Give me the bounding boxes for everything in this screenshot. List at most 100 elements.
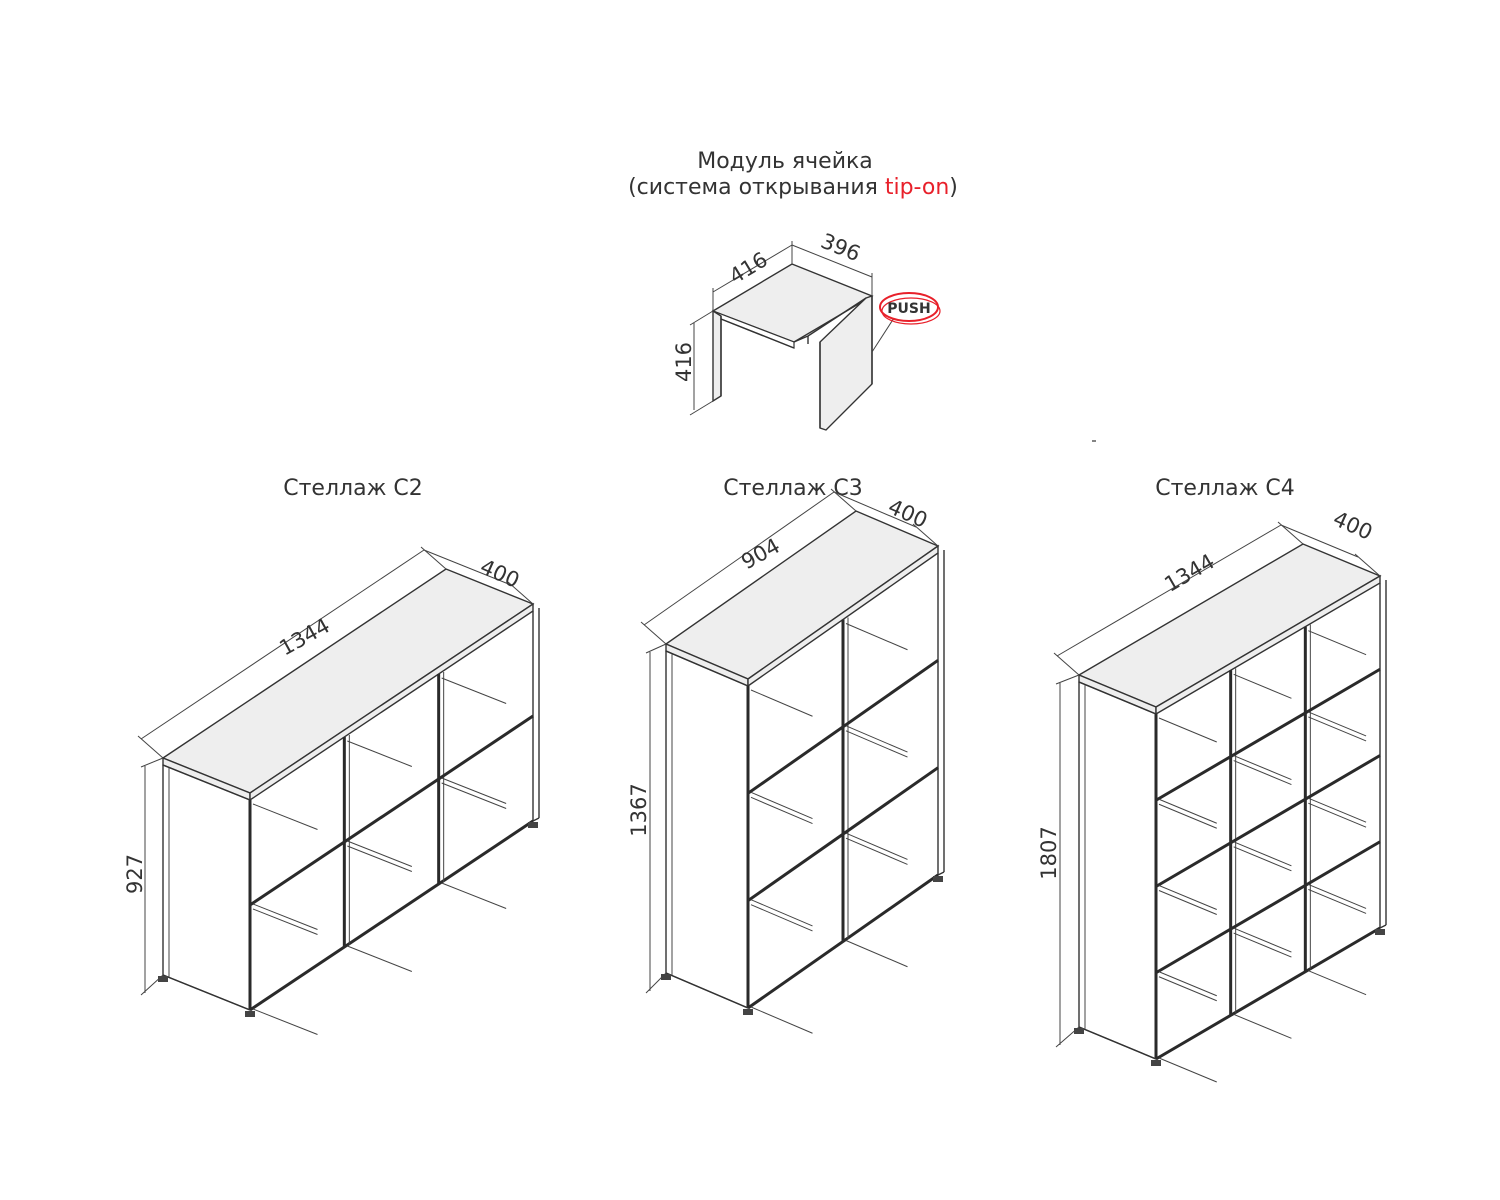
cell-depth-line	[252, 1008, 318, 1035]
horizontal-shelf	[747, 659, 939, 795]
dim-depth-line	[833, 491, 917, 528]
shelf-c2-drawing	[137, 546, 540, 1035]
foot	[1074, 1028, 1084, 1034]
cell-depth-line	[750, 899, 813, 927]
cell-depth-line	[1308, 888, 1367, 914]
cell-depth-line	[750, 904, 813, 932]
dim-extension	[137, 735, 164, 759]
cell-depth-line	[441, 882, 507, 909]
foot	[245, 1011, 255, 1017]
dim-extension	[1053, 652, 1080, 676]
cell-depth-line	[252, 803, 318, 830]
dim-extension	[640, 621, 667, 645]
cell-depth-line	[1233, 932, 1292, 958]
module-title-line1: Модуль ячейка	[697, 149, 873, 174]
push-badge-label: PUSH	[887, 301, 930, 317]
cell-depth-line	[845, 730, 908, 758]
module-dim-depth: 396	[818, 229, 864, 266]
foot	[1151, 1060, 1161, 1066]
top-panel	[664, 510, 940, 680]
dim-extension	[1055, 674, 1080, 685]
shelf-c3-group: Стеллаж С3 904 400 1367	[627, 476, 945, 1034]
module-title-accent: tip-on	[885, 175, 949, 200]
cell-depth-line	[347, 945, 413, 972]
dim-extension	[912, 523, 939, 547]
cell-depth-line	[1308, 630, 1367, 656]
cell-depth-line	[1233, 846, 1292, 872]
cell-depth-line	[845, 832, 908, 860]
left-side-panel	[665, 650, 749, 1009]
cell-depth-line	[1233, 755, 1292, 781]
horizontal-shelf	[1155, 754, 1381, 888]
shelf-c3-dim-height: 1367	[627, 783, 651, 836]
cell-depth-line	[1158, 976, 1217, 1002]
module-dim-height: 416	[672, 342, 696, 382]
cell-depth-line	[750, 796, 813, 825]
module-cell-group: Модуль ячейка (система открывания tip-on…	[628, 149, 958, 431]
foot	[743, 1009, 753, 1015]
horizontal-shelf	[1155, 667, 1381, 802]
bottom-front-edge	[1155, 926, 1381, 1061]
shelf-c4-dim-depth: 400	[1330, 506, 1376, 544]
cell-depth-line	[347, 740, 413, 767]
cell-depth-line	[1233, 927, 1292, 953]
cell-depth-line	[1308, 711, 1367, 737]
foot	[933, 876, 943, 882]
module-title-open: (система открывания	[628, 175, 885, 200]
dim-width-line	[1056, 524, 1282, 657]
cell-depth-line	[1308, 802, 1367, 828]
cell-depth-line	[1308, 970, 1367, 996]
shelf-c4-group: Стеллаж С4 1344 400 1807	[1037, 476, 1387, 1083]
top-panel	[161, 568, 535, 794]
left-side-panel	[1078, 681, 1157, 1060]
shelf-c2-dim-height: 927	[123, 854, 147, 894]
dim-extension	[1055, 1026, 1080, 1048]
cell-depth-line	[1308, 883, 1367, 909]
dim-extension	[140, 757, 164, 768]
module-cell-drawing	[689, 241, 941, 431]
dim-extension	[1354, 553, 1381, 577]
foot	[158, 976, 168, 982]
shelf-c3-title: Стеллаж С3	[723, 476, 863, 501]
cell-depth-line	[1158, 971, 1217, 997]
cell-depth-line	[845, 940, 908, 968]
dim-depth-line	[423, 549, 512, 586]
cell-depth-line	[750, 791, 813, 820]
bottom-side-edge	[665, 972, 749, 1009]
cell-depth-line	[1233, 760, 1292, 786]
cell-depth-line	[845, 623, 908, 651]
horizontal-shelf	[747, 766, 939, 902]
cell-depth-line	[1308, 797, 1367, 823]
dim-extension	[645, 643, 667, 654]
bottom-front-edge	[249, 819, 534, 1012]
module-title-line2: (система открывания tip-on)	[628, 175, 958, 200]
shelf-c4-drawing	[1053, 521, 1387, 1083]
cell-depth-line	[252, 903, 318, 930]
bottom-side-edge	[1078, 1026, 1157, 1060]
cell-depth-line	[1158, 798, 1217, 824]
module-title-close: )	[949, 175, 958, 200]
dim-extension	[645, 972, 667, 994]
dim-width-line	[643, 491, 835, 626]
cell-depth-line	[750, 1006, 813, 1034]
bottom-corner	[937, 871, 945, 876]
horizontal-shelf	[249, 714, 534, 907]
foot	[528, 822, 538, 828]
shelf-c4-dim-width: 1344	[1160, 549, 1218, 597]
cell-depth-line	[1233, 673, 1292, 699]
cell-depth-line	[1233, 841, 1292, 867]
cell-depth-line	[1158, 890, 1217, 915]
shelf-c4-dim-height: 1807	[1037, 826, 1061, 879]
cell-depth-line	[845, 725, 908, 753]
dim-extension	[507, 581, 534, 605]
shelf-c2-group: Стеллаж С2 1344 400 927	[123, 476, 540, 1035]
cell-depth-line	[347, 845, 413, 872]
shelf-c2-title: Стеллаж С2	[283, 476, 423, 501]
cell-depth-line	[750, 689, 813, 717]
bottom-corner	[1379, 924, 1387, 929]
bottom-side-edge	[162, 974, 251, 1011]
cell-depth-line	[441, 782, 507, 809]
cell-depth-line	[347, 840, 413, 867]
cell-depth-line	[1158, 803, 1217, 829]
